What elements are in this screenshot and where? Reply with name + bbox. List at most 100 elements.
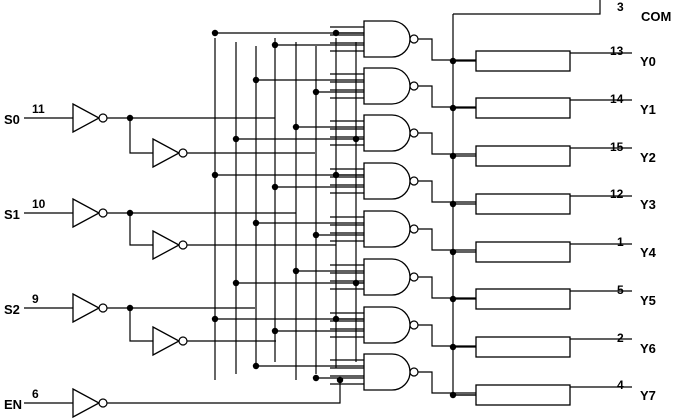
junction-dot (352, 135, 360, 143)
junction-dot (332, 315, 340, 323)
junction-dot (312, 231, 320, 239)
junction-dot (211, 29, 219, 37)
buffer-s0-triangle (72, 102, 101, 134)
input-label-s2: S2 (4, 302, 20, 317)
nand-gate-7-body (363, 353, 411, 391)
output-pin-y1: 14 (610, 92, 624, 106)
junction-dot (232, 279, 240, 287)
output-pin-y7: 4 (617, 378, 624, 392)
junction-dot (449, 200, 457, 208)
output-pin-y2: 15 (610, 140, 624, 154)
junction-dot (312, 374, 320, 382)
junction-dot (252, 362, 260, 370)
junction-dot (126, 114, 134, 122)
junction-dot (449, 295, 457, 303)
output-label-y2: Y2 (640, 150, 656, 165)
nand-gate-2-bubble (409, 128, 419, 138)
buffer-en-triangle (72, 387, 101, 419)
junction-dot (211, 315, 219, 323)
nand-gate-2-body (363, 114, 411, 152)
switch-7 (475, 384, 571, 406)
buffer-s0-bubble (98, 113, 108, 123)
junction-dot (232, 135, 240, 143)
junction-dot (271, 41, 279, 49)
output-pin-y0: 13 (610, 44, 624, 58)
junction-dots (126, 29, 457, 399)
wire-39 (418, 276, 476, 299)
wire-34 (418, 228, 476, 251)
nand-gate-7-bubble (409, 367, 419, 377)
nand-gate-6-bubble (409, 320, 419, 330)
buffer-s1-bubble (98, 208, 108, 218)
output-label-y3: Y3 (640, 197, 656, 212)
junction-dot (449, 248, 457, 256)
junction-dot (449, 57, 457, 65)
output-pin-y6: 2 (617, 331, 624, 345)
switch-4 (475, 241, 571, 263)
junction-dot (271, 327, 279, 335)
junction-dot (211, 171, 219, 179)
com-pin: 3 (617, 0, 624, 14)
junction-dot (332, 29, 340, 37)
nand-gate-4-body (363, 210, 411, 248)
output-label-y5: Y5 (640, 293, 656, 308)
wire-24 (418, 132, 476, 155)
junction-dot (332, 171, 340, 179)
output-pin-y4: 1 (617, 235, 624, 249)
junction-dot (126, 209, 134, 217)
wire-13 (107, 380, 341, 404)
nand-gate-4-bubble (409, 224, 419, 234)
junction-dot (449, 104, 457, 112)
buffer-s0-complement-bubble (178, 148, 188, 158)
com-label: COM (641, 9, 671, 24)
junction-dot (312, 88, 320, 96)
wire-11 (129, 308, 153, 342)
input-pin-s1: 10 (32, 197, 46, 211)
junction-dot (271, 183, 279, 191)
input-label-s1: S1 (4, 207, 20, 222)
nand-gate-3-bubble (409, 176, 419, 186)
output-label-y0: Y0 (640, 54, 656, 69)
buffer-s1-complement-bubble (178, 240, 188, 250)
buffer-s0-complement-triangle (152, 137, 181, 169)
input-label-en: EN (4, 397, 22, 412)
buffer-s2-complement-triangle (152, 325, 181, 357)
buffer-s2-triangle (72, 292, 101, 324)
junction-dot (292, 123, 300, 131)
nand-gate-5-bubble (409, 272, 419, 282)
switch-5 (475, 288, 571, 310)
input-pin-en: 6 (32, 387, 39, 401)
nand-gate-0-bubble (409, 34, 419, 44)
buffer-s2-complement-bubble (178, 336, 188, 346)
buffer-en-bubble (98, 398, 108, 408)
output-label-y4: Y4 (640, 245, 657, 260)
junction-dot (449, 343, 457, 351)
nand-gates (363, 20, 419, 391)
switch-3 (475, 193, 571, 215)
wire-49 (418, 371, 476, 394)
junction-dot (449, 391, 457, 399)
input-label-s0: S0 (4, 112, 20, 127)
input-buffers (72, 102, 188, 419)
wire-14 (418, 38, 476, 61)
output-label-y6: Y6 (640, 341, 656, 356)
nand-gate-6-body (363, 306, 411, 344)
junction-dot (352, 279, 360, 287)
output-label-y7: Y7 (640, 388, 656, 403)
wire-5 (129, 118, 153, 154)
nand-gate-1-body (363, 67, 411, 105)
wire-44 (418, 324, 476, 347)
nand-gate-0-body (363, 20, 411, 58)
input-pin-s2: 9 (32, 292, 39, 306)
nand-gate-3-body (363, 162, 411, 200)
nand-gate-1-bubble (409, 81, 419, 91)
junction-dot (292, 267, 300, 275)
buffer-s1-complement-triangle (152, 229, 181, 261)
input-pin-s0: 11 (32, 102, 45, 116)
output-label-y1: Y1 (640, 102, 656, 117)
wire-29 (418, 180, 476, 203)
wire-8 (129, 213, 153, 246)
buffer-s1-triangle (72, 197, 101, 229)
analog-switches (475, 50, 571, 406)
